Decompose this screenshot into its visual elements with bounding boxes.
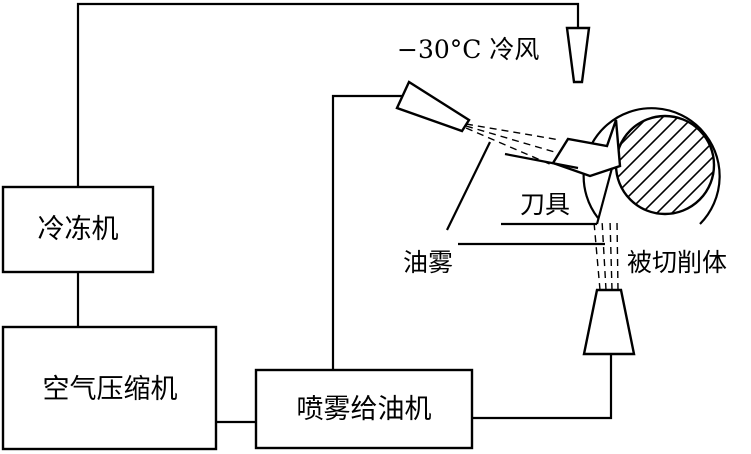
chiller-label: 冷冻机 [38,214,119,245]
tool-holder-top [504,152,579,170]
air-compressor-box [1,325,218,451]
workpiece-label: 被切削体 [627,248,727,277]
tool-label: 刀具 [520,190,570,219]
upper-mist-pipe [331,94,405,370]
upper-mist-spray [465,123,561,166]
cutting-tool [501,119,622,226]
workpiece [582,107,721,225]
tool-insert [551,119,622,178]
mist-oiler-box [254,368,474,450]
mist-oiler-label: 喷雾给油机 [297,394,432,425]
tool-holder-face [595,167,614,225]
lower-mist-pipe [472,354,613,420]
air-compressor-label: 空气压缩机 [43,374,178,405]
oil-mist-leader-upper [446,141,491,231]
lower-mist-spray [593,219,619,291]
oil-mist-label: 油雾 [403,248,453,277]
cold-air-pipe [76,2,580,187]
cold-air-label: −30°C 冷风 [397,35,539,64]
upper-mist-nozzle [395,80,471,133]
cold-air-nozzle [565,26,591,84]
chiller-box [1,185,155,274]
lower-mist-nozzle [582,288,636,356]
